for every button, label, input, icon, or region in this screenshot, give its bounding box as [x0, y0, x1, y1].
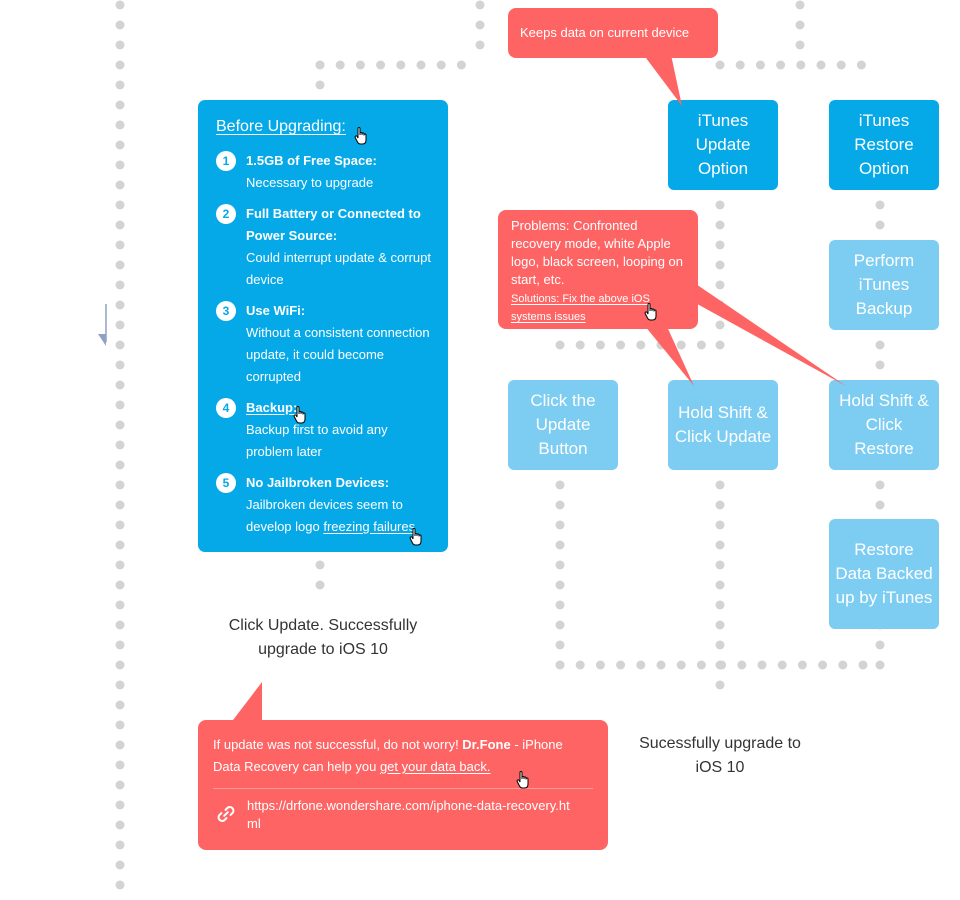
backup-link[interactable]: Backup:: [246, 400, 298, 415]
hand-cursor-icon: [516, 771, 529, 789]
requirement-title: Use WiFi:: [246, 303, 306, 318]
problems-text: Problems: Confronted recovery mode, whit…: [511, 218, 684, 287]
result-text-left: Click Update. Successfully upgrade to iO…: [228, 617, 418, 658]
hold-shift-click-restore-box[interactable]: Hold Shift & Click Restore: [829, 380, 939, 470]
recovery-url-link[interactable]: https://drfone.wondershare.com/iphone-da…: [247, 798, 570, 831]
restore-data-box[interactable]: Restore Data Backed up by iTunes: [829, 519, 939, 629]
hold-shift-click-update-box[interactable]: Hold Shift & Click Update: [668, 380, 778, 470]
list-item: 1 1.5GB of Free Space: Necessary to upgr…: [216, 150, 436, 194]
down-arrow-icon: [98, 304, 107, 346]
divider: [213, 788, 593, 789]
itunes-restore-option-box[interactable]: iTunes Restore Option: [829, 100, 939, 190]
before-upgrading-title[interactable]: Before Upgrading:: [216, 118, 346, 135]
keeps-data-callout: Keeps data on current device: [508, 8, 718, 58]
step-number-badge: 1: [216, 151, 236, 171]
requirement-desc: Backup first to avoid any problem later: [246, 422, 388, 459]
recovery-text: If update was not successful, do not wor…: [213, 734, 593, 778]
recovery-callout: If update was not successful, do not wor…: [198, 720, 608, 850]
before-upgrading-panel: Before Upgrading: 1 1.5GB of Free Space:…: [198, 100, 448, 552]
result-text-right: Sucessfully upgrade to iOS 10: [639, 735, 801, 776]
hand-cursor-icon: [644, 303, 657, 321]
recovery-text-mid: - iPhone Data Recovery can help you: [213, 737, 563, 774]
list-item: 4 Backup: Backup first to avoid any prob…: [216, 397, 436, 463]
get-data-back-link[interactable]: get your data back.: [379, 759, 491, 774]
recovery-text-prefix: If update was not successful, do not wor…: [213, 737, 463, 752]
link-chain-icon: [217, 806, 235, 822]
brand-name: Dr.Fone: [462, 737, 511, 752]
perform-itunes-backup-box[interactable]: Perform iTunes Backup: [829, 240, 939, 330]
solutions-link[interactable]: Solutions: Fix the above iOS systems iss…: [511, 293, 650, 323]
requirement-desc: Without a consistent connection update, …: [246, 325, 430, 384]
requirement-title: No Jailbroken Devices:: [246, 475, 390, 490]
hand-cursor-icon: [354, 127, 367, 145]
requirement-desc: Could interrupt update & corrupt device: [246, 250, 431, 287]
requirement-title: 1.5GB of Free Space:: [246, 153, 377, 168]
list-item: 5 No Jailbroken Devices: Jailbroken devi…: [216, 472, 436, 538]
url-row: https://drfone.wondershare.com/iphone-da…: [213, 797, 593, 833]
step-number-badge: 5: [216, 473, 236, 493]
click-update-button-box[interactable]: Click the Update Button: [508, 380, 618, 470]
problems-callout: Problems: Confronted recovery mode, whit…: [498, 210, 698, 329]
requirement-desc: Jailbroken devices seem to develop logo …: [246, 494, 436, 538]
hand-cursor-icon: [409, 528, 422, 546]
requirements-list: 1 1.5GB of Free Space: Necessary to upgr…: [216, 150, 436, 538]
hand-cursor-icon: [293, 406, 306, 424]
requirement-desc-text: Jailbroken devices seem to develop logo: [246, 497, 403, 534]
requirement-title: Full Battery or Connected to Power Sourc…: [246, 206, 421, 243]
step-number-badge: 2: [216, 204, 236, 224]
requirement-desc: Necessary to upgrade: [246, 175, 374, 190]
list-item: 2 Full Battery or Connected to Power Sou…: [216, 203, 436, 291]
itunes-update-option-box[interactable]: iTunes Update Option: [668, 100, 778, 190]
freezing-failures-link[interactable]: freezing failures: [323, 519, 416, 534]
step-number-badge: 3: [216, 301, 236, 321]
list-item: 3 Use WiFi: Without a consistent connect…: [216, 300, 436, 388]
step-number-badge: 4: [216, 398, 236, 418]
